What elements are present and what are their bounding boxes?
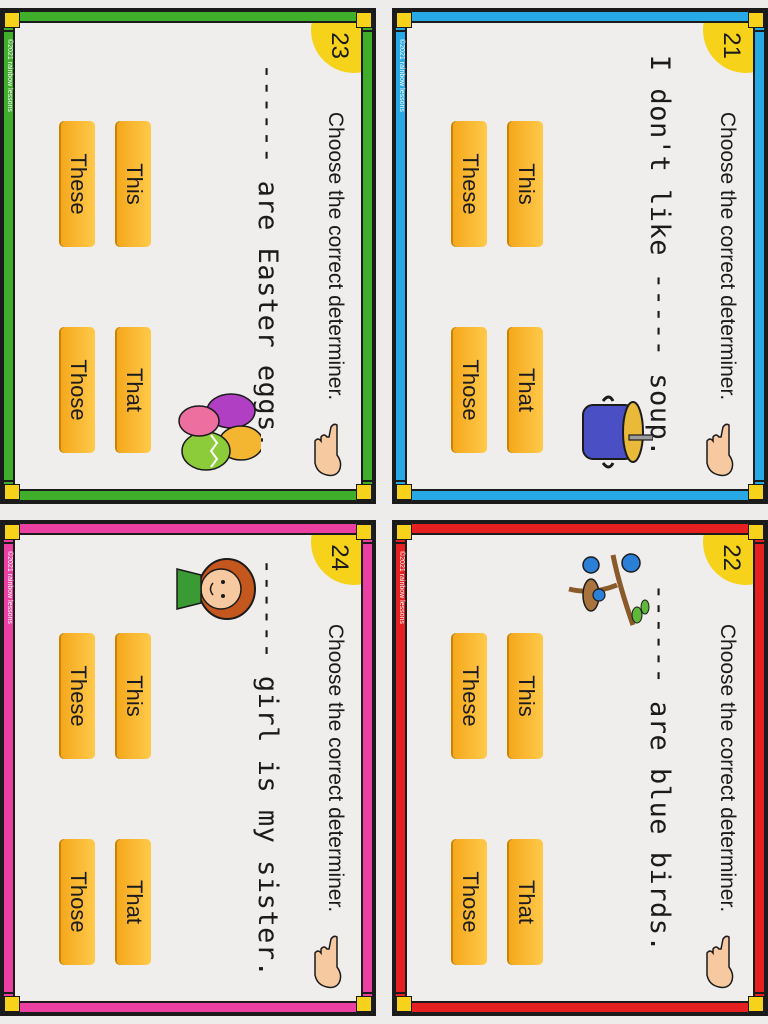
- girl-icon: [176, 558, 256, 620]
- option-that-button[interactable]: That: [117, 327, 151, 453]
- option-those-button[interactable]: Those: [61, 327, 95, 453]
- option-these-button[interactable]: These: [61, 121, 95, 247]
- copyright-text: ©2021 rainbow lessons: [6, 551, 13, 624]
- copyright-text: ©2021 rainbow lessons: [398, 39, 405, 112]
- task-card-22: 22 Choose the correct determiner. ------…: [392, 520, 768, 1016]
- pointing-hand-icon: [314, 935, 342, 989]
- option-those-button[interactable]: Those: [453, 839, 487, 965]
- copyright-text: ©2021 rainbow lessons: [6, 39, 13, 112]
- instruction-text: Choose the correct determiner.: [716, 623, 739, 913]
- option-this-button[interactable]: This: [509, 121, 543, 247]
- pointing-hand-icon: [706, 423, 734, 477]
- task-card-24: 24 Choose the correct determiner. ------…: [0, 520, 376, 1016]
- option-that-button[interactable]: That: [117, 839, 151, 965]
- option-these-button[interactable]: These: [453, 121, 487, 247]
- option-those-button[interactable]: Those: [453, 327, 487, 453]
- easter-eggs-icon: [178, 393, 261, 471]
- option-this-button[interactable]: This: [117, 633, 151, 759]
- option-these-button[interactable]: These: [453, 633, 487, 759]
- copyright-text: ©2021 rainbow lessons: [398, 551, 405, 624]
- soup-pot-icon: [582, 395, 653, 469]
- instruction-text: Choose the correct determiner.: [324, 623, 347, 913]
- task-card-23: 23 Choose the correct determiner. ------…: [0, 8, 376, 504]
- option-those-button[interactable]: Those: [61, 839, 95, 965]
- bird-nest-icon: [568, 553, 650, 626]
- pointing-hand-icon: [314, 423, 342, 477]
- task-card-21: 21 Choose the correct determiner. I don'…: [392, 8, 768, 504]
- option-that-button[interactable]: That: [509, 327, 543, 453]
- option-this-button[interactable]: This: [117, 121, 151, 247]
- option-these-button[interactable]: These: [61, 633, 95, 759]
- pointing-hand-icon: [706, 935, 734, 989]
- instruction-text: Choose the correct determiner.: [324, 111, 347, 401]
- instruction-text: Choose the correct determiner.: [716, 111, 739, 401]
- option-that-button[interactable]: That: [509, 839, 543, 965]
- option-this-button[interactable]: This: [509, 633, 543, 759]
